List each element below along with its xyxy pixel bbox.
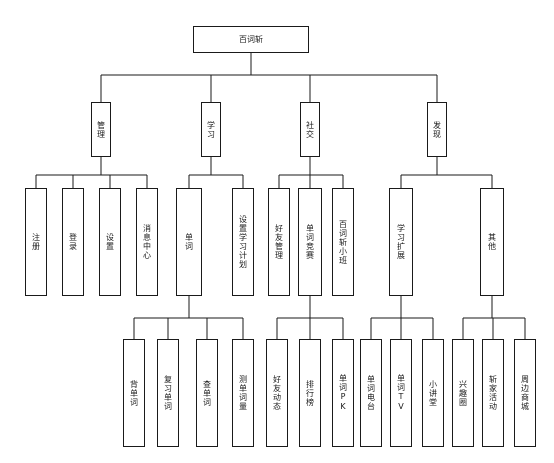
node-word-pk: 单词PK [332, 339, 354, 447]
node-words: 单词 [176, 188, 202, 296]
node-word-tv: 单词TV [390, 339, 412, 447]
node-review-words: 复习单词 [157, 339, 179, 447]
node-friend-management: 好友管理 [268, 188, 290, 296]
category-node-management: 管理 [91, 102, 111, 157]
node-word-contest: 单词竞赛 [298, 188, 322, 296]
root-node: 百词斩 [193, 26, 309, 53]
node-friend-activity: 好友动态 [266, 339, 288, 447]
node-leaderboard: 排行榜 [299, 339, 321, 447]
node-message-center: 消息中心 [136, 188, 158, 296]
category-node-discover: 发现 [427, 102, 447, 157]
node-small-class: 百词斩小班 [332, 188, 354, 296]
node-zhanjia-events: 斩家活动 [482, 339, 504, 447]
node-study-extension: 学习扩展 [389, 188, 413, 296]
category-node-study: 学习 [201, 102, 221, 157]
node-interest-circle: 兴趣圈 [452, 339, 474, 447]
node-study-plan: 设置学习计划 [232, 188, 254, 296]
node-lecture-hall: 小讲堂 [422, 339, 444, 447]
node-register: 注册 [25, 188, 47, 296]
node-lookup-words: 查单词 [196, 339, 218, 447]
node-settings: 设置 [99, 188, 121, 296]
node-vocab-test: 测单词量 [232, 339, 254, 447]
node-merch-store: 周边商城 [514, 339, 536, 447]
node-login: 登录 [62, 188, 84, 296]
node-memorize-words: 背单词 [123, 339, 145, 447]
category-node-social: 社交 [300, 102, 320, 157]
node-word-radio: 单词电台 [360, 339, 382, 447]
node-other: 其他 [480, 188, 504, 296]
